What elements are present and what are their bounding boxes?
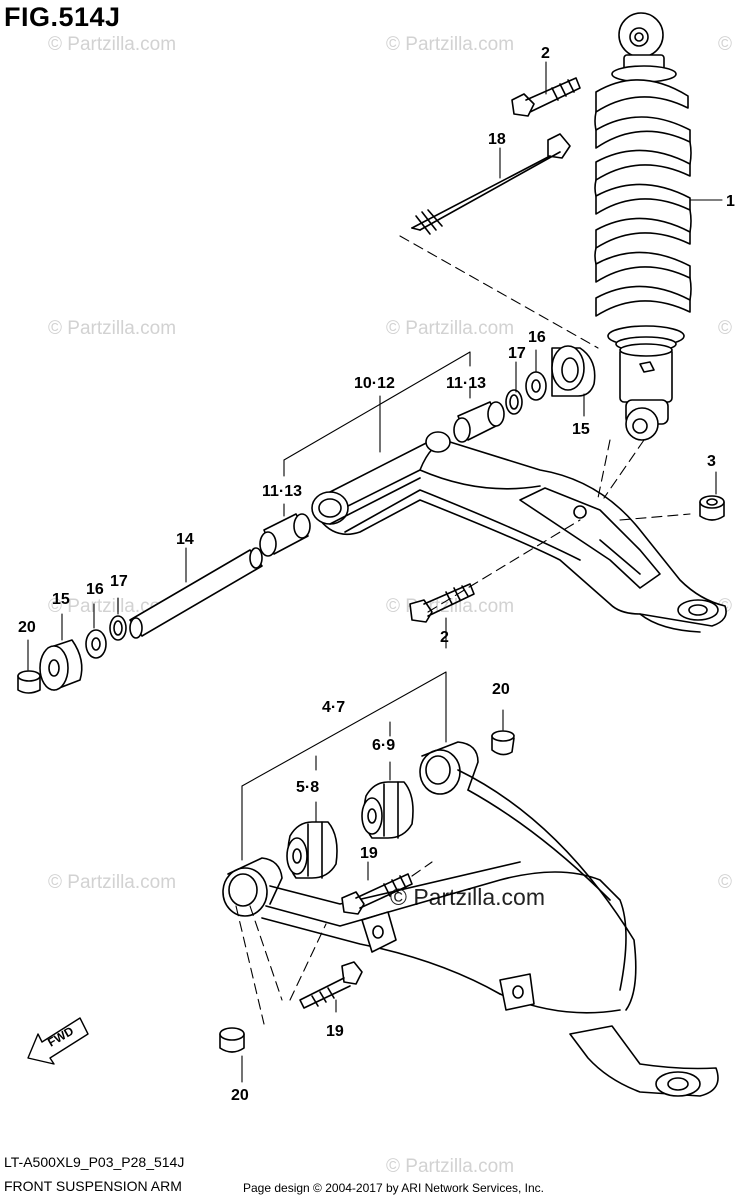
callout-numbers: 2 18 1 17 16 10·12 11·13 15 3 11·13 14 1… <box>18 45 735 1104</box>
callout: 16 <box>528 329 546 346</box>
bolt-19-upper <box>341 873 413 915</box>
callout: 20 <box>231 1087 249 1104</box>
bushing-11-13-upper <box>453 401 505 443</box>
callout: 10·12 <box>354 375 395 392</box>
watermark: © <box>718 872 732 893</box>
spacer-15-upper <box>505 345 596 415</box>
callout: 19 <box>326 1023 344 1040</box>
callout: 3 <box>707 453 716 470</box>
watermark: © Partzilla.com <box>386 1156 515 1177</box>
watermark: © <box>718 34 732 55</box>
watermark: © <box>718 318 732 339</box>
fwd-arrow-icon: FWD <box>27 1017 89 1065</box>
nut-20-bottom <box>219 1027 245 1053</box>
shaft-14 <box>129 547 263 639</box>
callout: 20 <box>492 681 510 698</box>
callout: 2 <box>541 45 550 62</box>
watermark: © Partzilla.com <box>386 318 515 339</box>
callout: 20 <box>18 619 36 636</box>
lower-suspension-arm <box>222 741 719 1097</box>
upper-suspension-arm <box>311 431 727 633</box>
callout: 16 <box>86 581 104 598</box>
bushing-11-13-lower <box>259 513 311 557</box>
page-credit: Page design © 2004-2017 by ARI Network S… <box>243 1181 545 1195</box>
bolt-2-lower <box>409 583 475 623</box>
bushing-5-8 <box>286 821 338 879</box>
leader-lines <box>27 61 723 1083</box>
bushing-6-9 <box>361 781 414 839</box>
callout: 11·13 <box>262 483 302 500</box>
callout: 17 <box>508 345 526 362</box>
nut-3 <box>699 495 725 521</box>
callout: 6·9 <box>372 737 395 754</box>
callout: 11·13 <box>446 375 486 392</box>
bolt-19-lower <box>299 961 363 1009</box>
figure-caption: FRONT SUSPENSION ARM <box>4 1178 182 1194</box>
callout: 1 <box>726 193 735 210</box>
callout: 14 <box>176 531 194 548</box>
spacer-15-lower <box>39 615 127 691</box>
watermark: © Partzilla.com <box>48 34 177 55</box>
watermark-center: © Partzilla.com <box>390 884 545 910</box>
callout: 18 <box>488 131 506 148</box>
figure-title: FIG.514J <box>4 2 121 32</box>
nut-20-right <box>491 730 515 756</box>
shock-absorber <box>594 12 692 441</box>
watermark: © Partzilla.com <box>48 318 177 339</box>
watermark: © Partzilla.com <box>48 872 177 893</box>
assembly-lines <box>235 235 691 1025</box>
callout: 15 <box>572 421 590 438</box>
model-code: LT-A500XL9_P03_P28_514J <box>4 1154 185 1170</box>
nut-20-left <box>17 670 41 694</box>
callout: 15 <box>52 591 70 608</box>
bolt-18 <box>411 133 571 235</box>
callout: 2 <box>440 629 449 646</box>
callout: 4·7 <box>322 699 345 716</box>
callout: 19 <box>360 845 378 862</box>
callout: 5·8 <box>296 779 319 796</box>
callout: 17 <box>110 573 128 590</box>
watermark: © Partzilla.com <box>386 34 515 55</box>
bolt-2-upper <box>511 77 581 117</box>
